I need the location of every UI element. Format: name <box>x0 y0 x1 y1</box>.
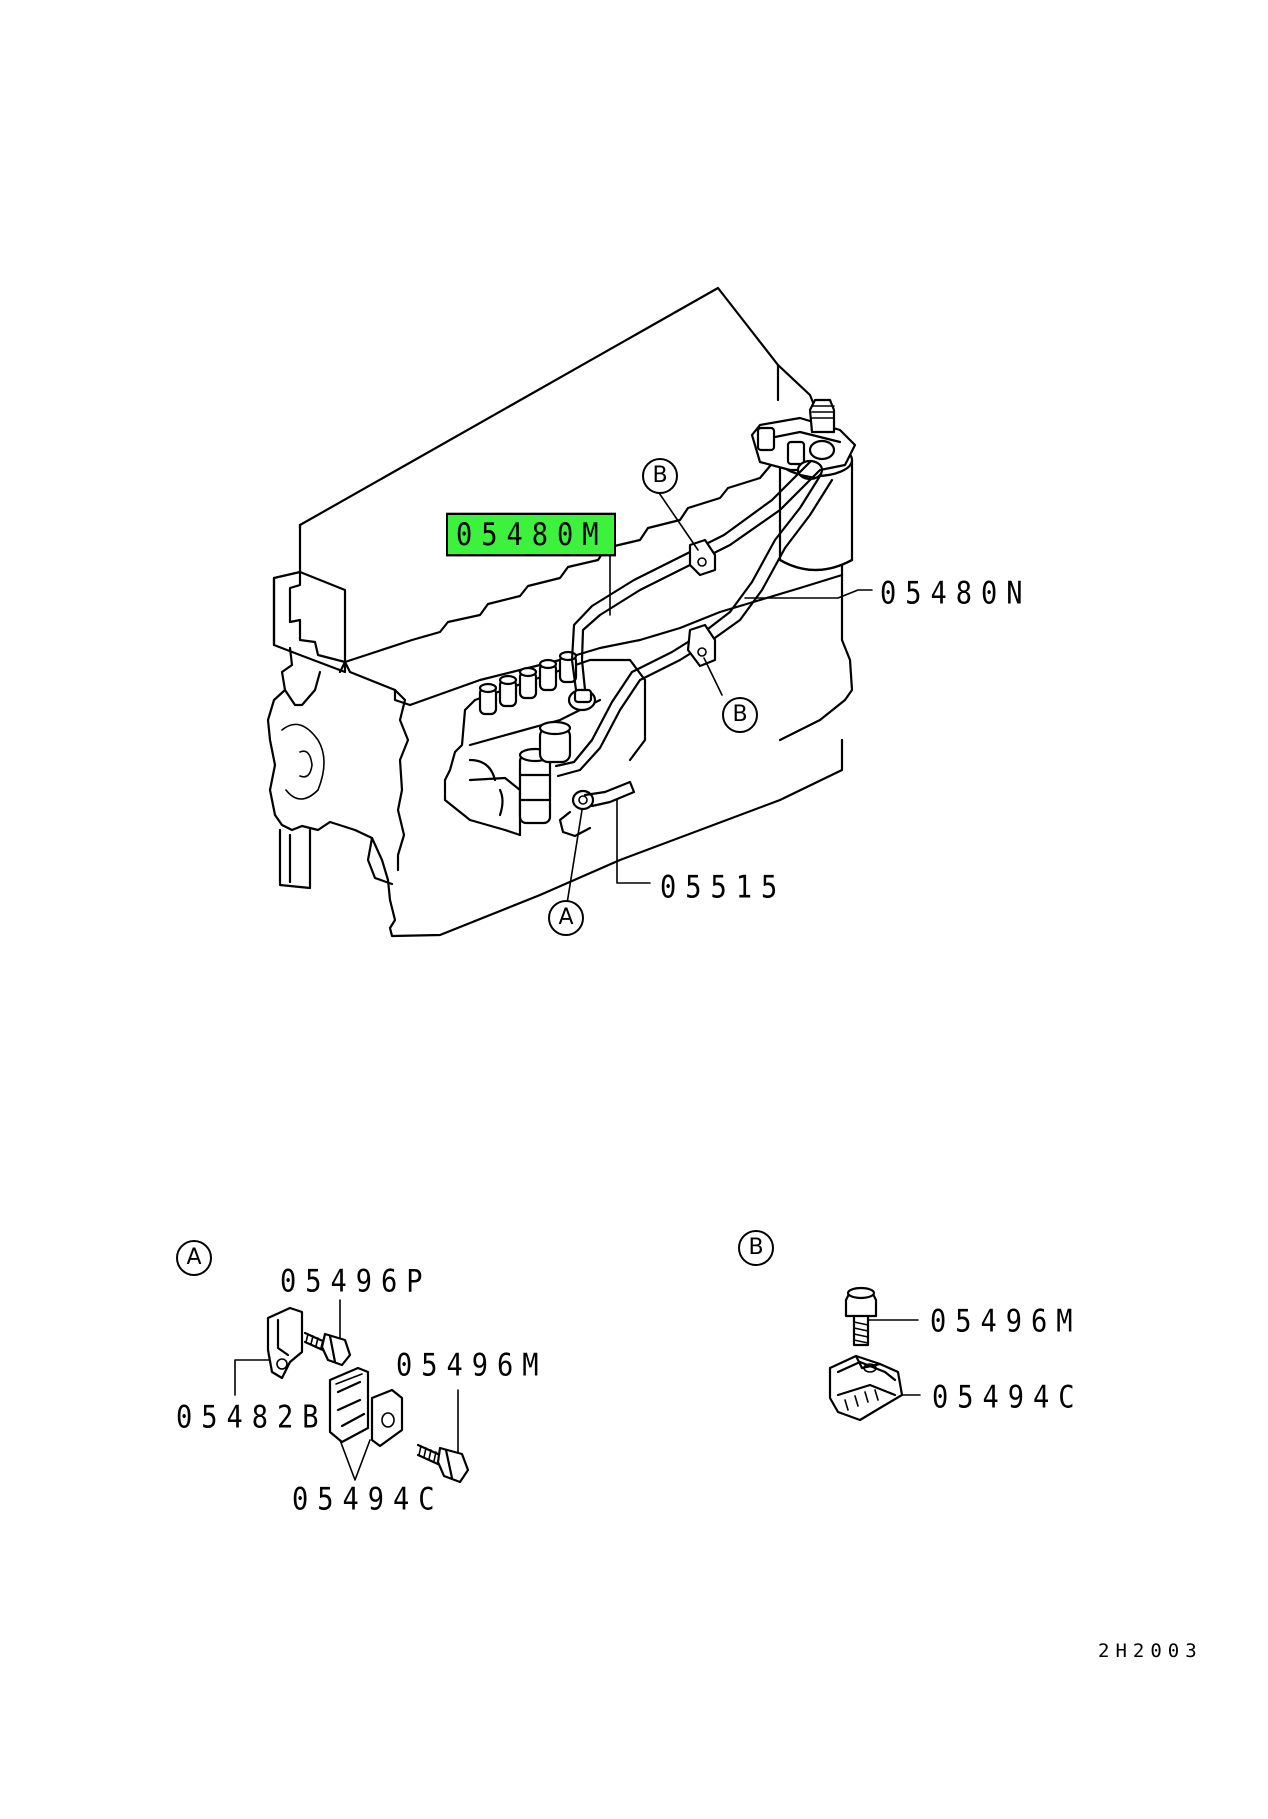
part-label-05496P[interactable]: 05496P <box>280 1263 432 1300</box>
callout-b-upper[interactable]: B <box>642 458 678 494</box>
detail-b-clamp-05494C-drawing <box>828 1354 904 1422</box>
part-label-05480N[interactable]: 05480N <box>880 575 1032 612</box>
fuel-filter-drawing <box>750 398 857 571</box>
drawing-number: 2H2003 <box>1098 1640 1203 1662</box>
leader-lines <box>234 486 921 1481</box>
part-label-05496M-a[interactable]: 05496M <box>396 1347 548 1384</box>
part-label-05494C-b[interactable]: 05494C <box>932 1379 1084 1416</box>
detail-a-bracket-05482B-drawing <box>266 1306 304 1380</box>
part-label-05480M[interactable]: 05480M <box>446 512 616 557</box>
detail-b-marker: B <box>738 1230 774 1266</box>
part-label-05515[interactable]: 05515 <box>660 869 787 906</box>
detail-b-bolt-05496M-drawing <box>844 1286 878 1347</box>
callout-b-lower[interactable]: B <box>722 697 758 733</box>
part-label-05494C-a[interactable]: 05494C <box>292 1481 444 1518</box>
detail-a-bolt-05496P-drawing <box>303 1331 352 1367</box>
engine-block-drawing <box>266 286 854 938</box>
callout-a-main[interactable]: A <box>548 900 584 936</box>
part-label-05482B[interactable]: 05482B <box>176 1399 328 1436</box>
fuel-pipe-05480M-drawing <box>567 460 822 712</box>
pipe-clamp-upper-drawing <box>688 538 717 577</box>
detail-a-marker: A <box>176 1240 212 1276</box>
injection-pump-drawing <box>443 650 647 838</box>
part-label-05496M-b[interactable]: 05496M <box>930 1303 1082 1340</box>
detail-a-bolt-05496M-drawing <box>416 1443 470 1484</box>
detail-a-clamp-05494C-drawing <box>328 1366 404 1448</box>
pipe-clamp-lower-drawing <box>686 623 717 668</box>
